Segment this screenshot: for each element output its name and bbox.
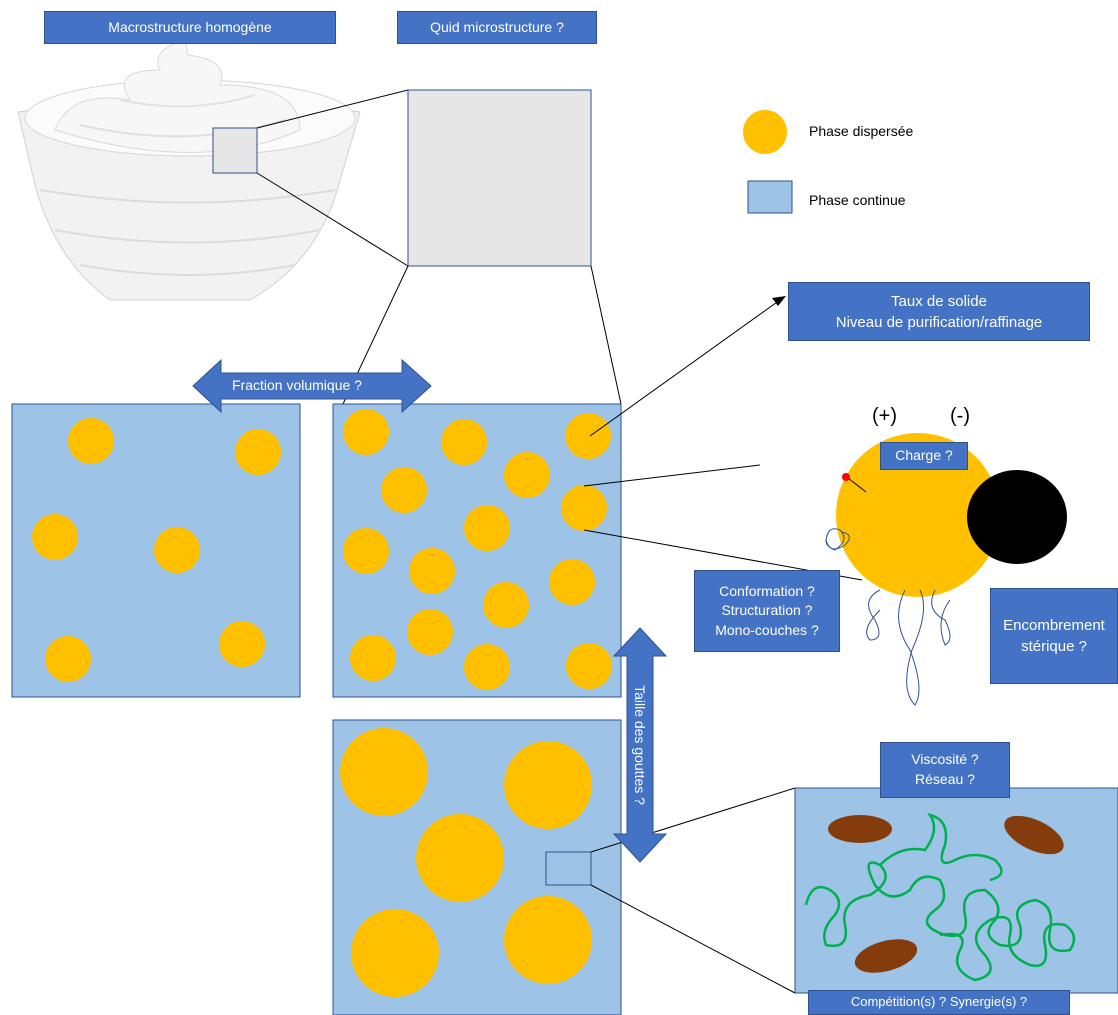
polymer-chain-icon (804, 813, 1076, 982)
droplet (483, 582, 529, 628)
droplet (566, 643, 612, 689)
droplet (45, 636, 91, 682)
viscosity-box: Viscosité ? Réseau ? (880, 742, 1010, 798)
charge-marker (842, 473, 850, 481)
droplet (343, 528, 389, 574)
big-droplet (836, 433, 1000, 597)
particle (1004, 815, 1064, 855)
droplet (441, 419, 487, 465)
legend-dispersed-swatch (743, 110, 787, 154)
plus-sign: (+) (872, 405, 897, 427)
conformation-box: Conformation ? Structuration ? Mono-couc… (694, 570, 840, 652)
polymer-loops (866, 589, 951, 706)
solid-rate-box: Taux de solide Niveau de purification/ra… (788, 282, 1090, 341)
macrostructure-label: Macrostructure homogène (44, 11, 336, 44)
droplet (381, 467, 427, 513)
sparse-droplets (32, 418, 281, 682)
legend-dispersed-label: Phase dispersée (809, 123, 914, 139)
drop-size-label: Taille des gouttes ? (632, 685, 648, 805)
double-arrow-horizontal (192, 358, 432, 414)
charge-box: Charge ? (880, 442, 968, 470)
droplet (416, 814, 504, 902)
black-particle (967, 470, 1067, 564)
droplet (219, 621, 265, 667)
droplet (340, 728, 428, 816)
droplet (504, 741, 592, 829)
legend-continuous-label: Phase continue (809, 192, 906, 208)
droplet (350, 635, 396, 681)
droplet (343, 409, 389, 455)
legend-continuous-swatch (747, 180, 793, 214)
droplet (504, 452, 550, 498)
polymer-tangle (825, 528, 850, 551)
droplet (351, 909, 439, 997)
particle (854, 939, 918, 973)
droplet (561, 485, 607, 531)
dense-droplets (343, 409, 612, 690)
droplet (549, 559, 595, 605)
steric-box: Encombrement stérique ? (990, 588, 1118, 684)
droplet (409, 548, 455, 594)
droplet (407, 609, 453, 655)
microstructure-label: Quid microstructure ? (397, 11, 597, 44)
arrowhead (772, 296, 786, 306)
droplet (464, 644, 510, 690)
large-droplets (340, 728, 592, 997)
competition-box: Compétition(s) ? Synergie(s) ? (808, 990, 1070, 1015)
droplet (154, 527, 200, 573)
droplet (504, 896, 592, 984)
droplet (235, 429, 281, 475)
zoom-square-small (212, 127, 258, 174)
minus-sign: (-) (950, 405, 970, 427)
droplet (565, 413, 611, 459)
volume-fraction-label: Fraction volumique ? (232, 377, 362, 393)
droplet (32, 514, 78, 560)
micro-square (407, 89, 592, 267)
droplet (464, 505, 510, 551)
particle (828, 815, 892, 843)
double-arrow-vertical (612, 627, 668, 863)
yogurt-bowl-image (17, 39, 361, 301)
zoom-square-drop (545, 851, 592, 886)
droplet (68, 418, 114, 464)
